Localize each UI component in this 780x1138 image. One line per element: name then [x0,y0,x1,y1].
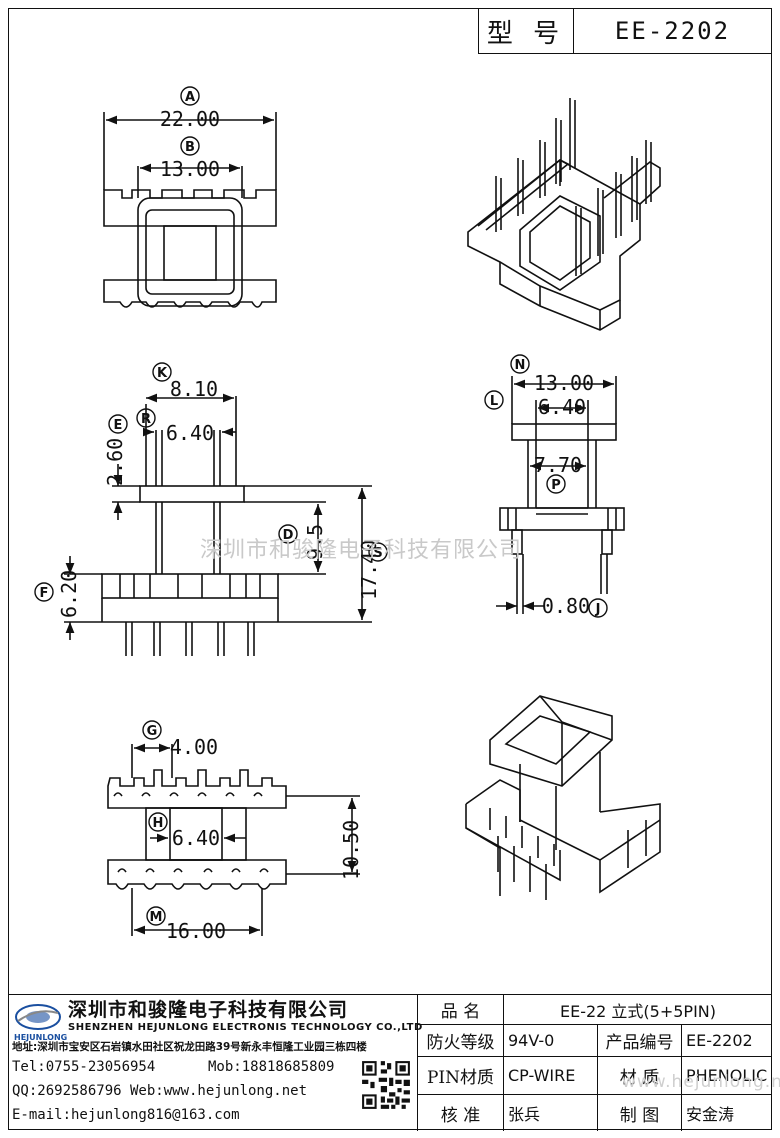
company-mob: Mob:18818685809 [208,1059,335,1075]
pin-value: CP-WIRE [504,1057,598,1095]
ref-B: B [180,136,200,156]
front-view [64,393,372,656]
check-value: 张兵 [504,1095,598,1131]
model-label: 型 号 [479,9,574,53]
svg-text:H: H [153,816,164,831]
svg-text:J: J [595,602,601,617]
company-address: 地址:深圳市宝安区石岩镇水田社区祝龙田路39号新永丰恒隆工业园三栋四楼 [12,1041,367,1053]
dim-H: 6.40 [172,826,220,850]
title-block: HEJUNLONG 深圳市和骏隆电子科技有限公司 SHENZHEN HEJUNL… [8,994,772,1131]
svg-text:N: N [515,358,526,373]
company-name-cn: 深圳市和骏隆电子科技有限公司 [68,999,349,1021]
dim-J: 0.80 [542,594,590,618]
svg-text:R: R [141,412,151,427]
dim-L: 6.40 [538,395,586,419]
name-value: EE-22 立式(5+5PIN) [504,995,772,1025]
watermark: 深圳市和骏隆电子科技有限公司 [200,538,523,563]
iso-view-top [467,98,661,331]
iso-view-bottom [465,695,661,900]
ref-F: F [34,582,54,602]
code-value: EE-2202 [682,1025,772,1057]
ref-G: G [142,720,162,740]
ref-N: N [510,354,530,374]
ref-R: R [136,408,156,428]
svg-text:F: F [40,586,49,601]
side-view [496,376,625,614]
dim-K: 8.10 [170,377,218,401]
bottom-view [107,743,360,936]
ref-P: P [546,474,566,494]
qr-code-icon [360,1059,412,1111]
pin-label: PIN材质 [418,1057,504,1095]
svg-text:K: K [157,366,168,381]
company-logo-icon [15,1004,61,1030]
dim-G: 4.00 [170,735,218,759]
company-email: E-mail:hejunlong816@163.com [12,1107,240,1123]
dim-A: 22.00 [160,107,220,131]
company-tel: Tel:0755-23056954 [12,1059,156,1075]
model-box: 型 号 EE-2202 [478,8,772,54]
ref-A: A [180,86,200,106]
svg-text:L: L [490,394,498,409]
company-info: HEJUNLONG 深圳市和骏隆电子科技有限公司 SHENZHEN HEJUNL… [8,995,422,1131]
dim-P: 7.70 [534,453,582,477]
top-view [103,112,277,308]
dim-H2: 10.50 [339,820,363,880]
material-value: PHENOLIC [682,1057,772,1095]
svg-text:G: G [147,724,158,739]
dim-B: 13.00 [160,157,220,181]
ref-L: L [484,390,504,410]
dim-E: 2.60 [103,438,127,486]
fire-value: 94V-0 [504,1025,598,1057]
fire-label: 防火等级 [418,1025,504,1057]
dim-R: 6.40 [166,421,214,445]
ref-S: S [368,542,388,562]
dim-D: 9.5 [303,524,327,560]
ref-J: J [588,598,608,618]
drawing-sheet [8,8,772,1130]
svg-text:D: D [283,528,294,543]
material-label: 材 质 [598,1057,682,1095]
dim-M: 16.00 [166,919,226,943]
svg-text:E: E [114,418,123,433]
ref-M: M [146,906,166,926]
watermark-url: www.hejunlong.net [622,1072,780,1092]
check-label: 核 准 [418,1095,504,1131]
company-name-en: SHENZHEN HEJUNLONG ELECTRONIS TECHNOLOGY… [68,1022,423,1033]
dim-N: 13.00 [534,371,594,395]
company-qq-web: QQ:2692586796 Web:www.hejunlong.net [12,1083,308,1099]
svg-text:M: M [150,910,163,925]
draw-value: 安金涛 [686,1105,735,1124]
ref-H: H [148,812,168,832]
technical-drawing: 22.00 13.00 8.10 6.40 2.60 9.5 17.40 6.2… [34,86,661,943]
dim-F: 6.20 [57,570,81,618]
spec-table: 品 名 EE-22 立式(5+5PIN) 防火等级 94V-0 产品编号 EE-… [418,995,772,1131]
svg-text:P: P [551,478,561,493]
draw-label: 制 图 [598,1095,682,1131]
name-label: 品 名 [418,995,504,1025]
ref-D: D [278,524,298,544]
model-value: EE-2202 [614,17,731,45]
code-label: 产品编号 [598,1025,682,1057]
ref-K: K [152,362,172,382]
svg-text:A: A [185,90,195,105]
svg-text:B: B [185,140,195,155]
svg-text:S: S [373,546,382,561]
logo-text: HEJUNLONG [14,1033,68,1042]
ref-E: E [108,414,128,434]
